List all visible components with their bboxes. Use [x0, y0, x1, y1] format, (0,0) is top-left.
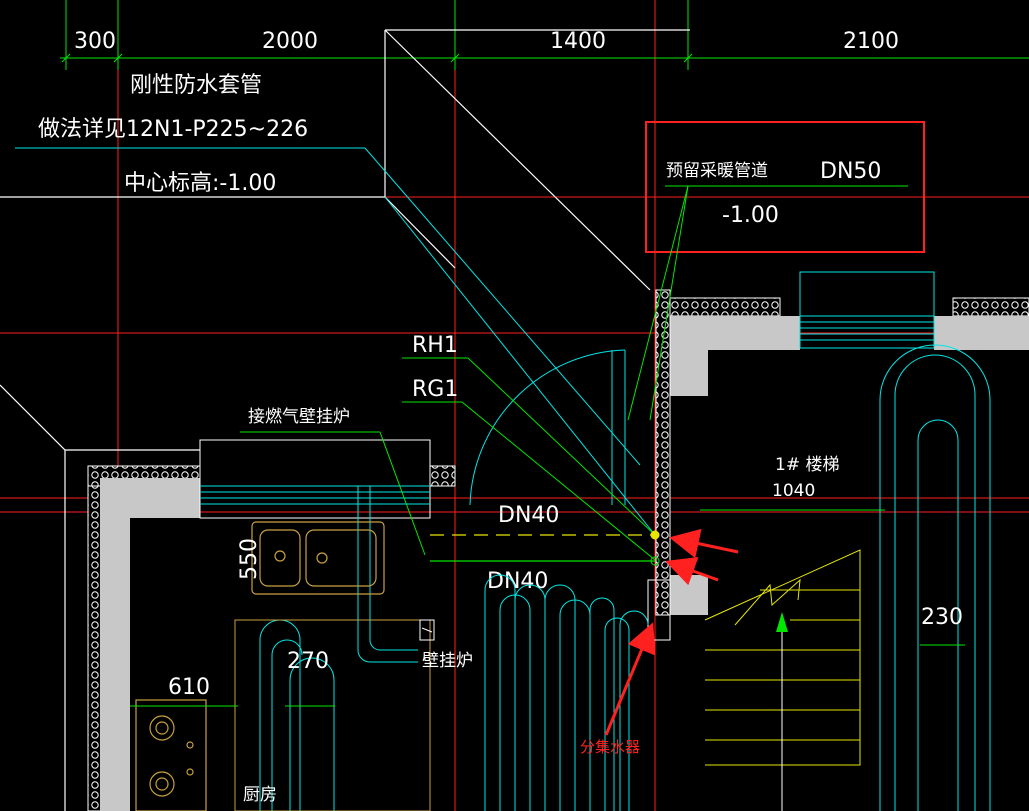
walls [87, 289, 1029, 811]
floor-heating-coils [234, 344, 991, 811]
sleeve-callout [15, 147, 656, 536]
heating-highlight-box [645, 121, 925, 253]
gas-boiler-label: 接燃气壁挂炉 [248, 407, 350, 427]
sink [251, 521, 385, 595]
gas-stove [135, 699, 207, 811]
rg1-label: RG1 [412, 377, 458, 402]
wall-boiler [419, 619, 435, 641]
heating-dn-label: DN50 [820, 159, 881, 184]
stair-name-label: 1# 楼梯 [775, 455, 839, 475]
stair-width-label: 1040 [772, 481, 815, 501]
dim-2000: 2000 [262, 29, 318, 54]
sleeve-spec: 做法详见12N1-P225~226 [38, 117, 308, 142]
heating-pipes [430, 530, 660, 566]
windows [199, 271, 935, 519]
dn40-label-upper: DN40 [498, 503, 559, 528]
dim-300: 300 [74, 29, 116, 54]
manifold-label: 分集水器 [580, 738, 640, 756]
leader-lines [240, 185, 885, 561]
dim-270: 270 [287, 649, 329, 674]
sleeve-title: 刚性防水套管 [130, 73, 262, 98]
dim-230: 230 [921, 605, 963, 630]
rh1-label: RH1 [412, 333, 458, 358]
top-dimension-line [60, 0, 1029, 70]
dim-550: 550 [237, 538, 262, 580]
kitchen-label: 厨房 [243, 785, 277, 805]
manifold-box [647, 579, 671, 641]
wall-boiler-label: 壁挂炉 [422, 651, 473, 671]
staircase [704, 549, 861, 811]
red-callout-arrows [604, 528, 739, 736]
sleeve-elevation: 中心标高:-1.00 [124, 171, 276, 196]
dn40-label-lower: DN40 [487, 569, 548, 594]
dim-610: 610 [168, 675, 210, 700]
dim-2100: 2100 [843, 29, 899, 54]
door-swing [469, 349, 626, 506]
dim-1400: 1400 [550, 29, 606, 54]
heating-reserved-label: 预留采暖管道 [666, 161, 768, 181]
heating-elev-label: -1.00 [722, 203, 779, 228]
